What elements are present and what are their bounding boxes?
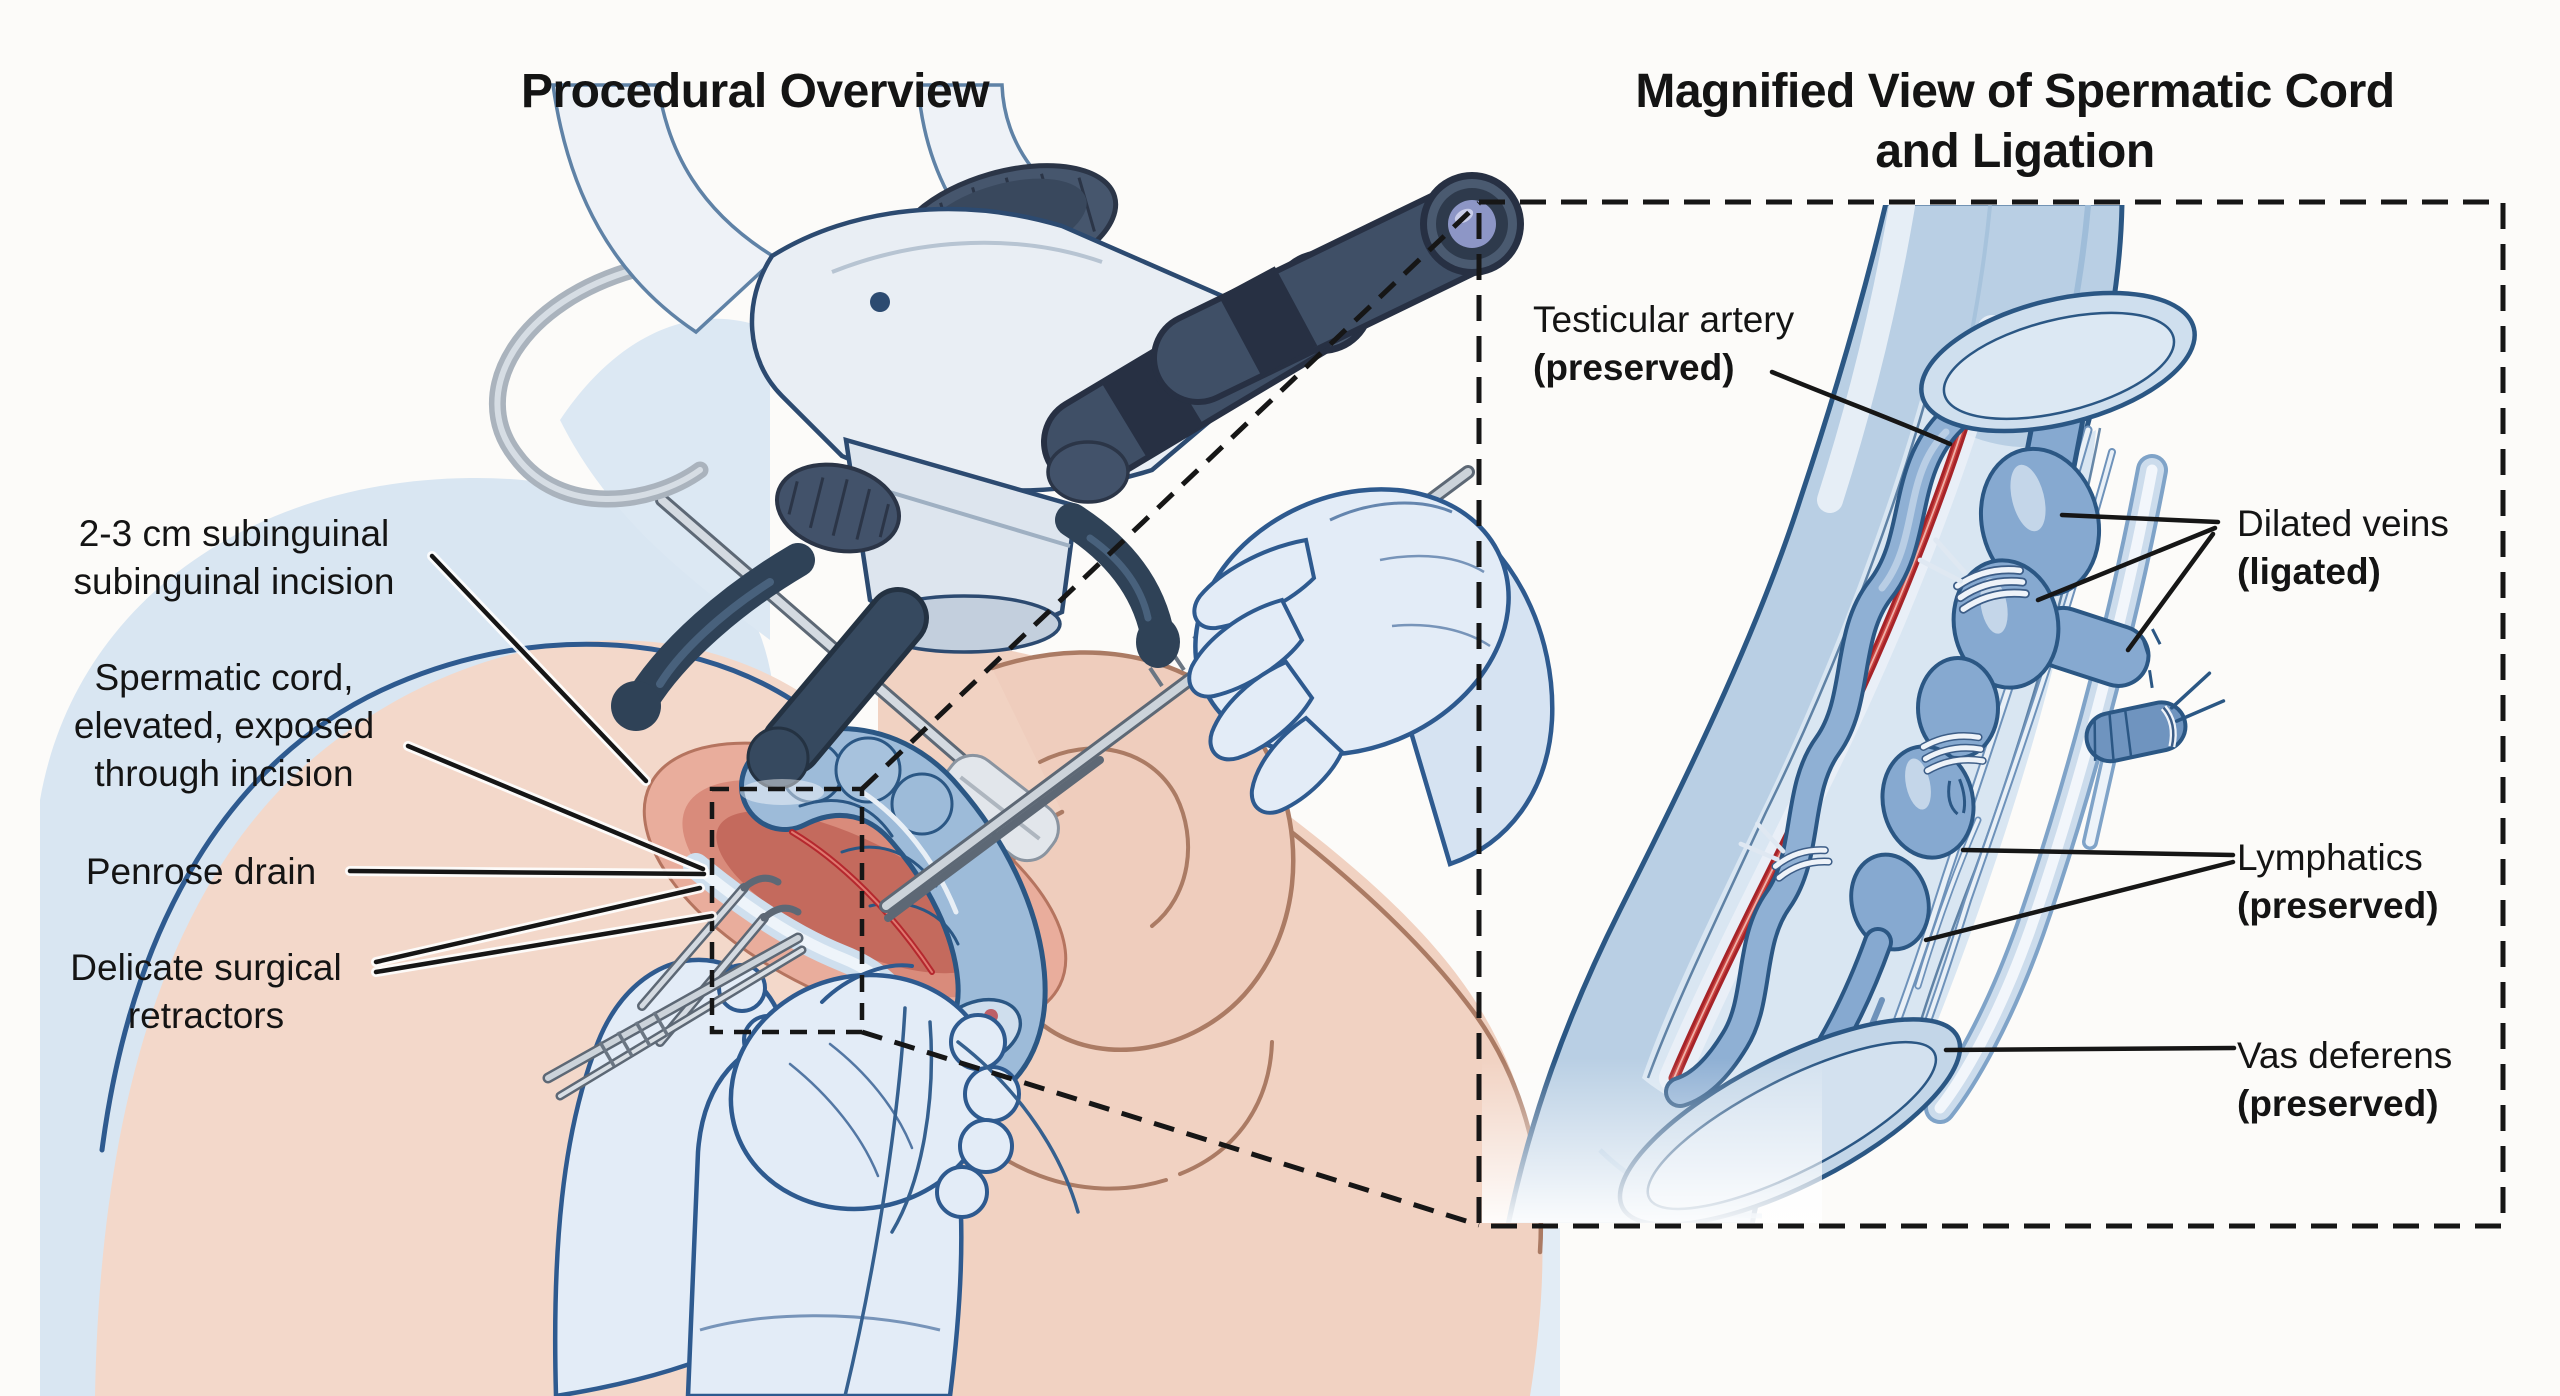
label-cord-line3: through incision [94, 753, 354, 794]
label-retractors-line1: Delicate surgical [70, 947, 342, 988]
objective-lens [740, 587, 929, 805]
leader-vas [1943, 1045, 2237, 1053]
label-penrose-drain: Penrose drain [40, 848, 362, 896]
procedural-overview-illustration [40, 83, 1560, 1396]
fingers [1187, 537, 1345, 815]
leader-veins-3 [2125, 531, 2216, 653]
ligated-stump [2084, 671, 2226, 764]
connector-bottom [861, 1029, 1480, 1228]
leader-penrose [347, 868, 707, 877]
magnified-view-box [1476, 199, 2506, 1229]
label-penrose-text: Penrose drain [85, 851, 317, 892]
connector-top [860, 201, 1481, 791]
dilated-veins [1803, 393, 2162, 1081]
cut-sheath-sliver [2082, 754, 2116, 850]
label-testicular-artery: Testicular artery (preserved) [1533, 296, 1794, 392]
vas-deferens [1924, 454, 2168, 1124]
magnifier-linkage [709, 199, 2506, 1229]
focus-knob-right [1046, 440, 1130, 504]
tweezers [542, 932, 807, 1101]
focus-knob-left [774, 462, 902, 554]
label-veins-name: Dilated veins [2237, 503, 2449, 544]
label-artery-name: Testicular artery [1533, 299, 1795, 340]
sheath-cap [1919, 290, 2197, 434]
label-incision: 2-3 cm subinguinal subinguinal incision [28, 510, 440, 606]
leader-artery [1769, 369, 1953, 447]
label-vas-status: (preserved) [2237, 1083, 2439, 1124]
operating-microscope [489, 83, 1524, 805]
microscope-handle-right [1055, 503, 1180, 668]
suture-threads [843, 1006, 1080, 1396]
label-cord-line2: elevated, exposed [73, 705, 375, 746]
label-cord-line1: Spermatic cord, [94, 657, 354, 698]
cord-fade [1482, 1058, 1822, 1223]
right-title-line2: and Ligation [1875, 125, 2155, 178]
label-incision-line1: 2-3 cm subinguinal [78, 513, 390, 554]
right-title-line1: Magnified View of Spermatic Cord [1635, 65, 2395, 118]
leader-spermatic-cord [405, 743, 706, 872]
label-incision-line2: subinguinal incision [73, 561, 395, 602]
leader-lines [347, 369, 2237, 1053]
label-spermatic-cord: Spermatic cord, elevated, exposed throug… [28, 654, 420, 798]
upper-retractor [655, 493, 1060, 863]
binocular-eyepieces [1041, 172, 1524, 489]
leader-veins-1 [2059, 512, 2221, 525]
label-veins-status: (ligated) [2237, 551, 2381, 592]
microscope-handle-left [611, 543, 815, 731]
label-lymphatics-status: (preserved) [2237, 885, 2439, 926]
label-vas-name: Vas deferens [2237, 1035, 2453, 1076]
label-dilated-veins: Dilated veins (ligated) [2237, 500, 2449, 596]
leader-incision [429, 553, 649, 784]
leader-lymphatics-1 [1960, 847, 2236, 858]
label-lymphatics-name: Lymphatics [2237, 837, 2423, 878]
left-panel-title: Procedural Overview [520, 65, 990, 118]
label-retractors-line2: retractors [127, 995, 285, 1036]
label-retractors: Delicate surgical retractors [20, 944, 392, 1040]
label-lymphatics: Lymphatics (preserved) [2237, 834, 2439, 930]
label-artery-status: (preserved) [1533, 347, 1735, 388]
leader-veins-2 [2035, 525, 2218, 603]
support-arm-band-1 [550, 83, 779, 335]
leader-lymphatics-2 [1923, 859, 2236, 943]
wavy-vein [1664, 404, 1968, 1108]
leader-retractor-1 [373, 885, 703, 965]
ligature-ties [1738, 537, 2030, 882]
magnified-cord-illustration [1482, 205, 2226, 1223]
label-vas-deferens: Vas deferens (preserved) [2237, 1032, 2452, 1128]
right-panel-title: Magnified View of Spermatic Cord and Lig… [1560, 62, 2470, 182]
leader-retractor-2 [373, 913, 715, 975]
